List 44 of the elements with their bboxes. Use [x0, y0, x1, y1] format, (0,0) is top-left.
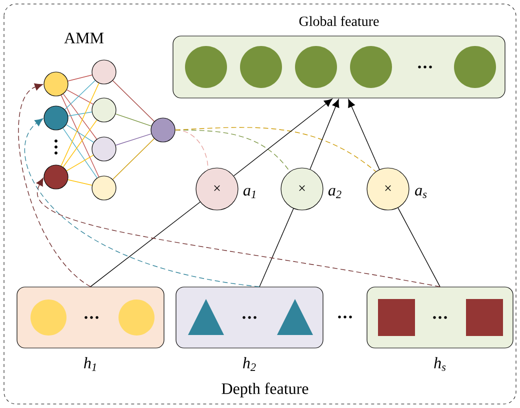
- variable-label: a$_{1}$: [243, 188, 256, 198]
- connector-line: [115, 114, 152, 126]
- connector-line: [112, 80, 155, 122]
- connector-line: [68, 112, 92, 116]
- panel-label: Depth feature: [222, 382, 308, 398]
- connector-line: [115, 133, 152, 146]
- arrow: [36, 178, 440, 288]
- hidden-neuron: [92, 136, 116, 162]
- arrow: [24, 118, 260, 288]
- connector-line: [68, 74, 92, 82]
- input-neuron: [44, 164, 68, 190]
- output-neuron: [150, 118, 176, 142]
- connector-line: [174, 127, 376, 172]
- box-heading: Global feature: [299, 16, 379, 26]
- variable-label: h$_{1}$: [84, 357, 96, 371]
- hidden-neuron: [92, 60, 116, 84]
- connector-line: [62, 128, 98, 178]
- variable-label: a$_{2}$: [328, 188, 342, 198]
- connector-line: [64, 80, 96, 110]
- arrow: [348, 99, 380, 170]
- connector-line: [66, 90, 94, 104]
- input-neuron: [44, 72, 68, 96]
- panel-label: AMM: [64, 32, 104, 44]
- connector-line: [259, 208, 294, 288]
- connector-line: [68, 179, 92, 186]
- arrow: [310, 99, 340, 170]
- input-neuron: [44, 106, 68, 130]
- connector-line: [60, 94, 100, 178]
- hidden-neuron: [92, 98, 116, 122]
- connector-line: [66, 154, 94, 172]
- variable-label: h$_{2}$: [243, 357, 256, 371]
- variable-label: h$_{s}$: [434, 357, 446, 371]
- connector-line: [62, 94, 98, 140]
- connector-line: [112, 138, 155, 180]
- arrow: [233, 98, 332, 176]
- hidden-neuron: [92, 176, 116, 200]
- connector-line: [60, 82, 100, 166]
- arrow: [18, 83, 91, 288]
- connector-line: [174, 130, 290, 172]
- connector-line: [398, 207, 440, 288]
- connector-line: [90, 202, 200, 288]
- variable-label: a$_{s}$: [415, 188, 427, 198]
- connector-line: [66, 124, 94, 143]
- connector-line: [62, 120, 98, 168]
